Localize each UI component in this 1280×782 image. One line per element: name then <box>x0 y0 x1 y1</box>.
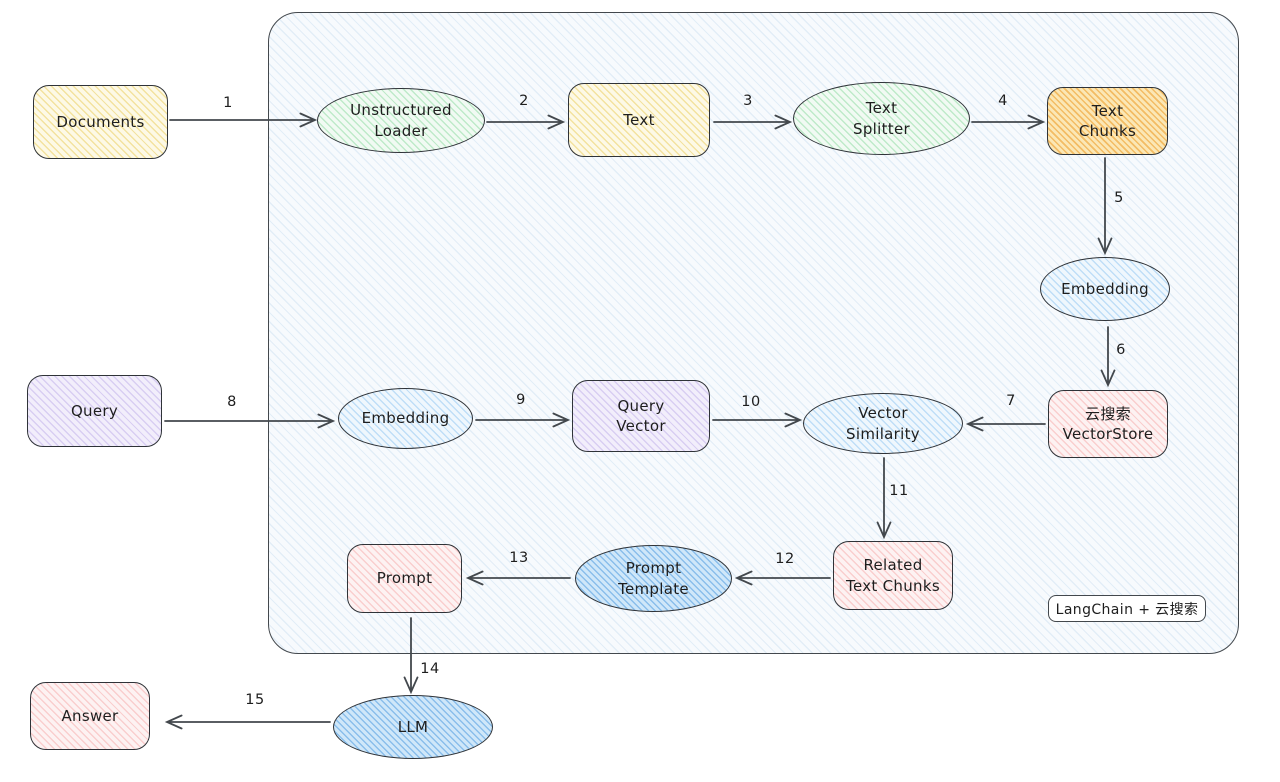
arrow-label-15: 15 <box>245 692 265 708</box>
node-llm: LLM <box>333 695 493 759</box>
arrow-label-8: 8 <box>227 394 237 410</box>
node-label-line: Query <box>617 396 665 415</box>
node-label-line: Vector <box>616 417 666 435</box>
arrow-label-6: 6 <box>1116 342 1126 358</box>
arrow-label-7: 7 <box>1006 393 1016 409</box>
node-label-line: Answer <box>61 706 119 725</box>
langchain-badge: LangChain + 云搜索 <box>1048 595 1206 622</box>
arrow-label-10: 10 <box>741 394 761 410</box>
arrow-label-14: 14 <box>420 661 440 677</box>
node-label-line: Query <box>70 401 119 420</box>
node-label-line: Text <box>1091 101 1124 120</box>
node-label-line: VectorStore <box>1062 425 1154 443</box>
arrow-label-3: 3 <box>743 93 753 109</box>
node-label-line: Prompt <box>625 559 682 578</box>
node-label-line: Text <box>865 99 898 118</box>
node-label-line: LLM <box>397 717 429 736</box>
arrow-label-4: 4 <box>998 93 1008 109</box>
node-label-line: Documents <box>56 112 145 131</box>
node-label-line: Loader <box>374 121 428 140</box>
node-embedding-right: Embedding <box>1040 257 1170 321</box>
node-label-line: Vector <box>858 404 908 423</box>
node-label-line: Prompt <box>376 569 433 588</box>
node-vectorstore: 云搜索 VectorStore <box>1048 390 1168 458</box>
arrow-label-9: 9 <box>516 392 526 408</box>
node-embedding-mid: Embedding <box>338 388 473 449</box>
node-label-line: Related <box>863 556 923 575</box>
node-label-line: Similarity <box>846 424 920 443</box>
arrow-label-11: 11 <box>889 483 909 499</box>
arrow-label-5: 5 <box>1114 190 1124 206</box>
arrow-label-12: 12 <box>775 551 795 567</box>
arrow-15 <box>164 714 331 730</box>
arrow-label-2: 2 <box>519 93 529 109</box>
arrow-label-13: 13 <box>509 550 529 566</box>
node-label-line: Chunks <box>1078 122 1137 140</box>
node-label-line: Embedding <box>361 409 450 428</box>
node-label-line: Embedding <box>1061 279 1149 298</box>
node-label-line: Text Chunks <box>846 576 940 595</box>
node-prompt: Prompt <box>347 544 462 613</box>
node-label-line: Text <box>623 110 655 129</box>
node-label-line: 云搜索 <box>1085 404 1131 423</box>
node-query: Query <box>27 375 162 447</box>
arrow-label-1: 1 <box>223 95 233 111</box>
node-answer: Answer <box>30 682 150 750</box>
node-label-line: Unstructured <box>350 101 452 120</box>
node-label-line: Splitter <box>853 119 910 138</box>
node-documents: Documents <box>33 85 168 159</box>
node-label-line: Template <box>618 579 689 598</box>
node-text: Text <box>568 83 710 157</box>
